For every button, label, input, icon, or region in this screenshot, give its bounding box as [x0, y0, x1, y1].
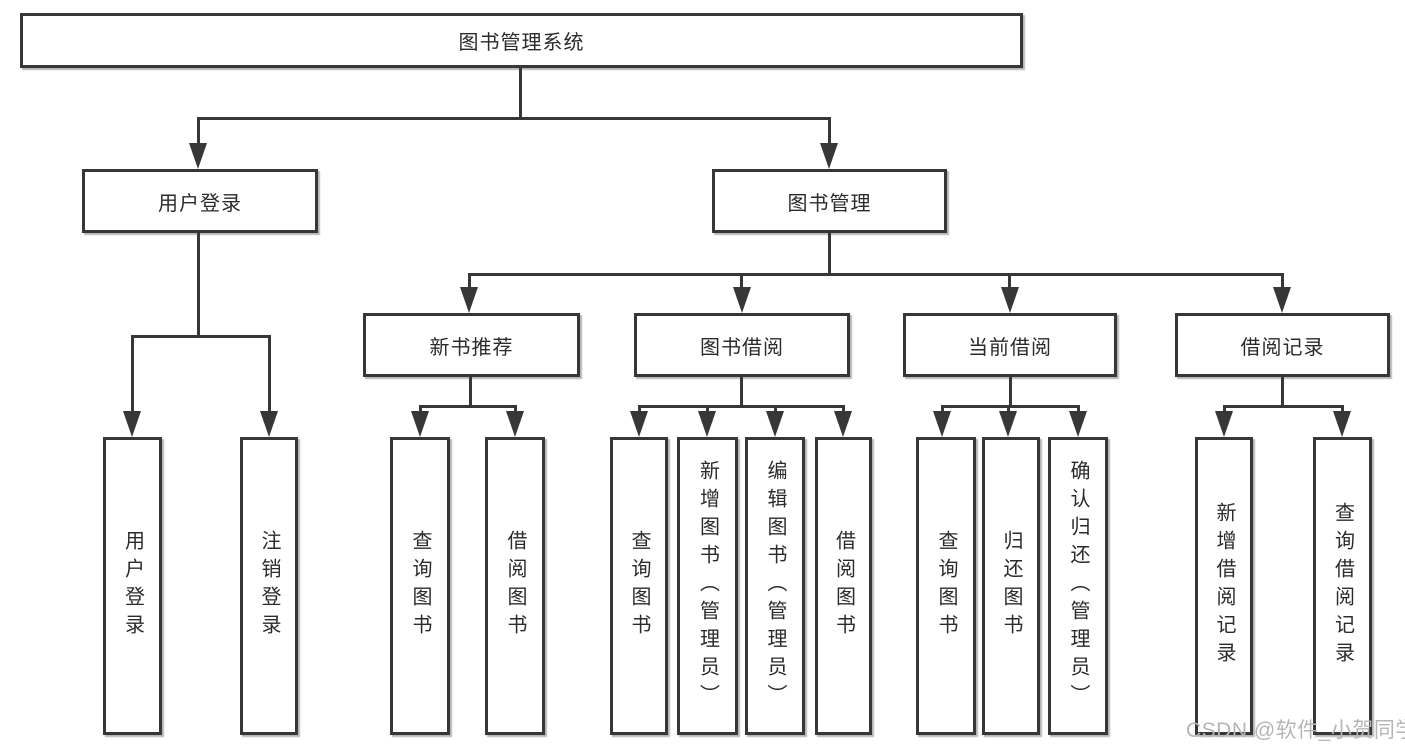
csdn-watermark: CSDN @软件_小贺同学 — [1186, 719, 1405, 742]
arrow-to-current-borrow — [1001, 287, 1019, 313]
connector-book-borrow-drop-4 — [842, 405, 845, 414]
leaf-cb-confirm-return-admin: 确认归还（管理员） — [1048, 437, 1108, 735]
connector-root-drop-right — [828, 117, 831, 147]
arrow-to-cb-query — [933, 411, 951, 437]
arrow-to-bb-add — [698, 411, 716, 437]
arrow-to-br-add — [1215, 411, 1233, 437]
arrow-to-leaf-user-login — [123, 411, 141, 437]
leaf-user-login: 用户登录 — [103, 437, 162, 735]
connector-book-mgmt-trunk — [828, 233, 831, 275]
leaf-bb-add-books-admin: 新增图书（管理员） — [677, 437, 738, 735]
arrow-to-cb-confirm — [1069, 411, 1087, 437]
connector-current-borrow-trunk — [1009, 377, 1012, 407]
leaf-cb-query-books: 查询图书 — [916, 437, 976, 735]
node-book-borrow-label: 图书借阅 — [700, 336, 784, 359]
arrow-to-borrow-records — [1273, 287, 1291, 313]
leaf-bb-edit-books-admin: 编辑图书（管理员） — [745, 437, 805, 735]
leaf-cb-confirm-return-admin-label: 确认归还（管理员） — [1067, 460, 1089, 712]
arrow-to-user-login — [189, 143, 207, 169]
node-new-books-label: 新书推荐 — [429, 336, 514, 359]
leaf-cb-return-books-label: 归还图书 — [1000, 530, 1022, 642]
leaf-br-query-record-label: 查询借阅记录 — [1331, 502, 1354, 670]
connector-user-login-trunk — [197, 233, 200, 337]
leaf-cb-query-books-label: 查询图书 — [935, 530, 957, 642]
leaf-br-query-record: 查询借阅记录 — [1313, 437, 1372, 735]
arrow-to-bb-borrow — [834, 411, 852, 437]
connector-borrow-records-bar — [1223, 405, 1344, 408]
connector-current-borrow-drop-3 — [1077, 405, 1080, 414]
node-book-mgmt-label: 图书管理 — [787, 192, 872, 215]
leaf-br-add-record: 新增借阅记录 — [1195, 437, 1253, 735]
connector-current-borrow-drop-2 — [1007, 405, 1010, 414]
connector-root-drop-left — [197, 117, 200, 147]
connector-user-login-bar — [131, 335, 271, 338]
node-root: 图书管理系统 — [20, 13, 1023, 68]
leaf-nb-query-books-label: 查询图书 — [409, 530, 431, 642]
node-borrow-records-label: 借阅记录 — [1240, 336, 1325, 359]
arrow-to-book-mgmt — [820, 143, 838, 169]
arrow-to-new-books — [460, 287, 478, 313]
leaf-logout-login-label: 注销登录 — [258, 530, 280, 642]
connector-book-borrow-bar — [638, 405, 845, 408]
leaf-logout-login: 注销登录 — [240, 437, 298, 735]
node-user-login-label: 用户登录 — [158, 192, 242, 215]
arrow-to-book-borrow — [733, 287, 751, 313]
connector-book-borrow-drop-1 — [638, 405, 641, 414]
node-book-mgmt: 图书管理 — [712, 169, 947, 233]
leaf-br-add-record-label: 新增借阅记录 — [1213, 502, 1235, 670]
connector-drop-borrow-records — [1281, 273, 1284, 291]
connector-book-borrow-drop-3 — [774, 405, 777, 414]
node-root-label: 图书管理系统 — [458, 32, 585, 54]
node-user-login: 用户登录 — [82, 169, 318, 233]
leaf-bb-add-books-admin-label: 新增图书（管理员） — [696, 460, 719, 712]
connector-borrow-records-trunk — [1281, 377, 1284, 407]
leaf-cb-return-books: 归还图书 — [982, 437, 1040, 735]
connector-current-borrow-bar — [941, 405, 1080, 408]
leaf-bb-edit-books-admin-label: 编辑图书（管理员） — [764, 460, 786, 712]
connector-drop-book-borrow — [740, 273, 743, 291]
connector-new-books-drop-2 — [514, 405, 517, 414]
arrow-to-bb-edit — [766, 411, 784, 437]
leaf-user-login-label: 用户登录 — [121, 530, 144, 642]
leaf-nb-query-books: 查询图书 — [390, 437, 450, 735]
arrow-to-bb-query — [630, 411, 648, 437]
leaf-nb-borrow-books-label: 借阅图书 — [504, 530, 526, 642]
connector-root-bar — [197, 117, 831, 120]
connector-drop-current-borrow — [1008, 273, 1011, 291]
connector-user-login-drop-left — [131, 335, 134, 413]
connector-new-books-bar — [419, 405, 517, 408]
node-book-borrow: 图书借阅 — [634, 313, 850, 377]
connector-book-borrow-drop-2 — [706, 405, 709, 414]
arrow-to-cb-return — [999, 411, 1017, 437]
leaf-bb-borrow-books: 借阅图书 — [815, 437, 872, 735]
connector-root-trunk — [519, 68, 522, 120]
connector-current-borrow-drop-1 — [941, 405, 944, 414]
node-new-books: 新书推荐 — [363, 313, 580, 377]
node-borrow-records: 借阅记录 — [1175, 313, 1390, 377]
connector-book-borrow-trunk — [740, 377, 743, 407]
arrow-to-leaf-logout — [260, 411, 278, 437]
connector-book-mgmt-bar — [468, 273, 1284, 276]
connector-new-books-trunk — [469, 377, 472, 407]
leaf-bb-borrow-books-label: 借阅图书 — [832, 530, 855, 642]
connector-borrow-records-drop-1 — [1223, 405, 1226, 414]
node-current-borrow: 当前借阅 — [903, 313, 1117, 377]
leaf-nb-borrow-books: 借阅图书 — [485, 437, 545, 735]
connector-new-books-drop-1 — [419, 405, 422, 414]
arrow-to-br-query — [1333, 411, 1351, 437]
leaf-bb-query-books: 查询图书 — [610, 437, 668, 735]
node-current-borrow-label: 当前借阅 — [968, 336, 1052, 359]
connector-user-login-drop-right — [268, 335, 271, 413]
arrow-to-nb-borrow — [506, 411, 524, 437]
leaf-bb-query-books-label: 查询图书 — [628, 530, 650, 642]
connector-drop-new-books — [468, 273, 471, 291]
connector-borrow-records-drop-2 — [1341, 405, 1344, 414]
arrow-to-nb-query — [411, 411, 429, 437]
